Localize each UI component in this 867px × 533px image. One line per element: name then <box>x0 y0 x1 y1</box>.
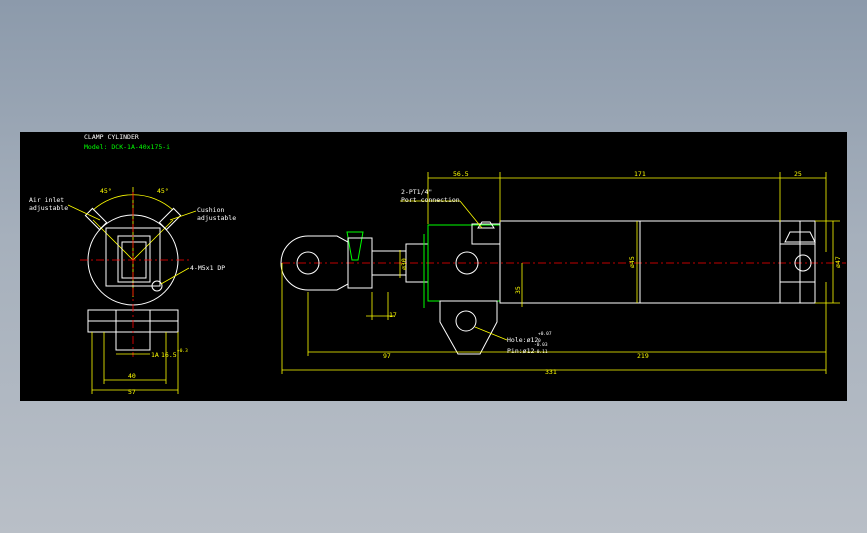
hole-note: Hole:ø12 <box>507 336 538 344</box>
hole-tol-top: +0.07 <box>538 331 552 337</box>
air-inlet-label: Air inlet <box>29 196 64 204</box>
cad-viewport[interactable]: CLAMP CYLINDER Model: DCK-1A-40x175-i <box>20 132 847 401</box>
drawing-title: CLAMP CYLINDER <box>84 133 139 141</box>
air-inlet-label-2: adjustable <box>29 204 68 212</box>
pin-tol-top: -0.03 <box>534 342 548 348</box>
dim-171: 171 <box>634 170 646 178</box>
angle-right-label: 45° <box>157 187 169 195</box>
dim-40: 40 <box>128 372 136 380</box>
front-view: 2-PT1/4" Port connection 56.5 171 25 ø45… <box>280 170 846 376</box>
dim-56-5: 56.5 <box>453 170 469 178</box>
dim-slot: 1A <box>151 351 159 359</box>
dim-219: 219 <box>637 352 649 360</box>
port-note-2: Port connection <box>401 196 460 204</box>
cad-drawing: CLAMP CYLINDER Model: DCK-1A-40x175-i <box>29 133 846 396</box>
dim-97: 97 <box>383 352 391 360</box>
dim-phi47: ø47 <box>834 256 842 268</box>
dim-slot-tol: +0.3 <box>177 348 188 354</box>
port-note: 2-PT1/4" <box>401 188 432 196</box>
pin-tol-bot: -0.11 <box>534 349 548 355</box>
side-view: 45° 45° Air inlet adjustable Cushion adj… <box>29 187 236 396</box>
hole-tol-bot: 0 <box>538 338 541 344</box>
dim-17: 17 <box>389 311 397 319</box>
dim-slot-mid: 16.5 <box>161 351 177 359</box>
cushion-label: Cushion <box>197 206 224 214</box>
dim-35: 35 <box>514 286 522 294</box>
model-number: Model: DCK-1A-40x175-i <box>84 143 170 151</box>
dim-25: 25 <box>794 170 802 178</box>
dim-57: 57 <box>128 388 136 396</box>
angle-left-label: 45° <box>100 187 112 195</box>
dim-phi45: ø45 <box>628 256 636 268</box>
cushion-label-2: adjustable <box>197 214 236 222</box>
dim-331: 331 <box>545 368 557 376</box>
pin-note: Pin:ø12 <box>507 347 534 355</box>
dim-phi30: ø30 <box>400 258 408 270</box>
thread-note: 4-M5x1 DP <box>190 264 225 272</box>
